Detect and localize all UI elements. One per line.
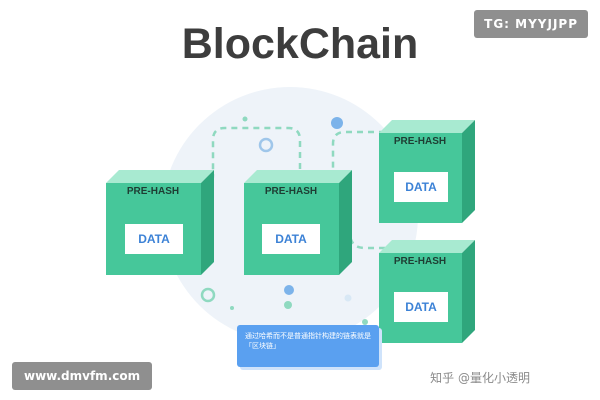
hash-pointer-arrows [199,126,385,250]
block-1-data-label: DATA [138,232,170,246]
block-4: PRE-HASH DATA [379,240,475,343]
arrow-block2-to-block1 [199,126,302,190]
block-1-header: PRE-HASH [127,186,179,197]
block-3-data-box [394,172,448,202]
block-4-header: PRE-HASH [394,256,446,267]
author-credit: 知乎 @量化小透明 [430,371,530,385]
caption-note: 通过哈希而不是普通指针构建的链表就是「区块链」 [237,325,379,367]
block-4-data-box [394,292,448,322]
decorative-dots [200,116,368,325]
block-2-data-label: DATA [275,232,307,246]
block-2: PRE-HASH DATA [244,170,352,275]
block-3-data-label: DATA [405,180,437,194]
site-watermark: www.dmvfm.com [12,362,153,390]
block-3-header: PRE-HASH [394,136,446,147]
block-4-data-label: DATA [405,300,437,314]
diagram-title: BlockChain [181,20,419,68]
block-1-data-box [125,224,183,254]
block-3: PRE-HASH DATA [379,120,475,223]
arrow-block3-to-block2 [331,130,385,182]
block-2-data-box [262,224,320,254]
top-right-badge: TG: MYYJJPP [474,10,588,38]
block-1: PRE-HASH DATA [106,170,214,275]
block-2-header: PRE-HASH [265,186,317,197]
